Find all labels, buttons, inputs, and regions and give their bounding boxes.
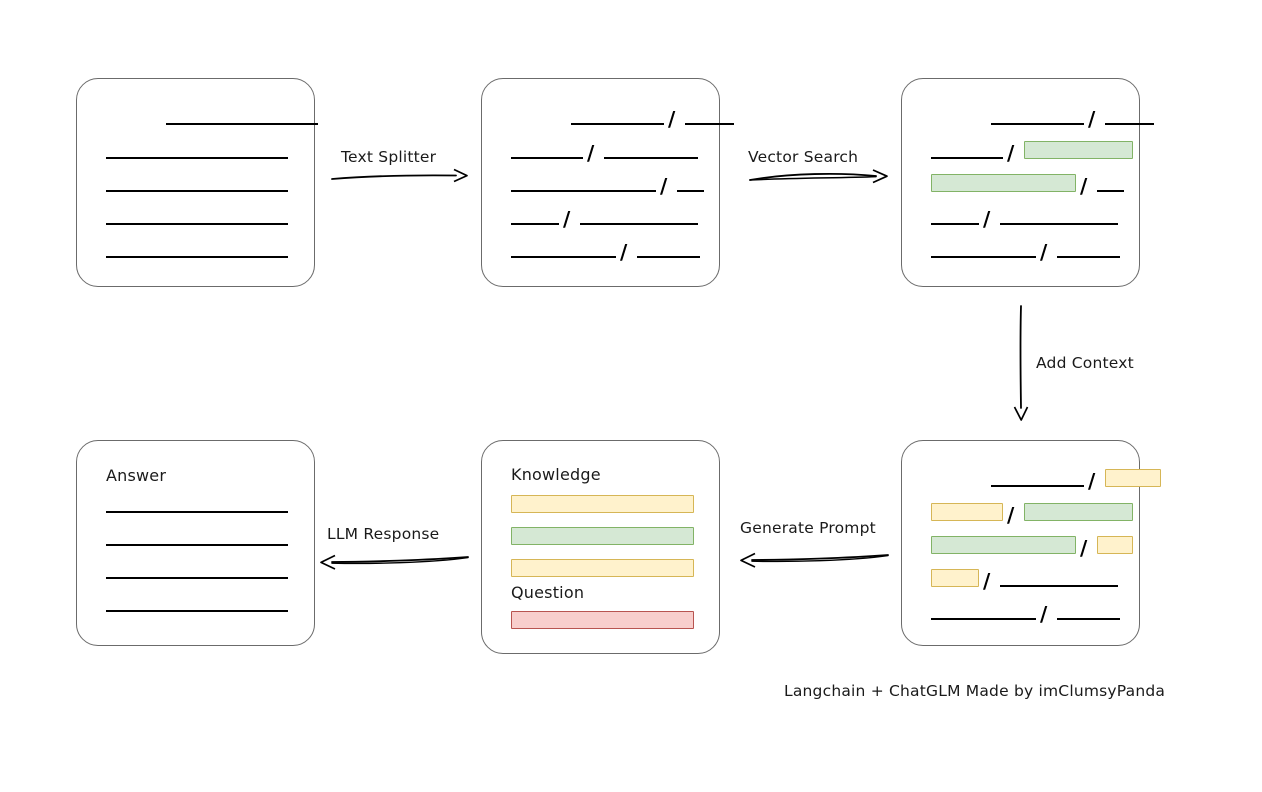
arrow-add-context (1013, 305, 1029, 421)
text-rule (511, 223, 559, 225)
highlight-chunk-green[interactable] (1024, 141, 1133, 159)
text-rule (991, 123, 1084, 125)
text-rule (931, 256, 1036, 258)
text-rule (1057, 256, 1120, 258)
edge-label-vector-search: Vector Search (748, 148, 859, 166)
chunk-separator-slash: / (1080, 174, 1088, 198)
chunk-separator-slash: / (983, 207, 991, 231)
chunk-separator-slash: / (620, 240, 628, 264)
chunk-separator-slash: / (1040, 240, 1048, 264)
footer-credit: Langchain + ChatGLM Made by imClumsyPand… (784, 682, 1166, 700)
prompt-bar-yellow[interactable] (511, 495, 694, 513)
text-rule (1105, 123, 1154, 125)
highlight-chunk-green[interactable] (931, 174, 1076, 192)
edge-label-add-context: Add Context (1036, 354, 1134, 372)
prompt-section-label-question: Question (511, 583, 585, 602)
chunk-separator-slash: / (1040, 602, 1048, 626)
text-rule (106, 544, 288, 546)
arrow-text-splitter (331, 168, 468, 183)
text-rule (1000, 223, 1118, 225)
prompt-bar-green[interactable] (511, 527, 694, 545)
chunk-separator-slash: / (563, 207, 571, 231)
text-rule (106, 511, 288, 513)
text-rule (106, 256, 288, 258)
chunk-separator-slash: / (983, 569, 991, 593)
arrow-llm-response (320, 554, 469, 570)
text-rule (637, 256, 700, 258)
box-context-chunks[interactable]: / / / / / (901, 440, 1161, 646)
answer-title: Answer (106, 466, 167, 485)
text-rule (1057, 618, 1120, 620)
highlight-chunk-yellow[interactable] (931, 569, 979, 587)
text-rule (511, 190, 656, 192)
highlight-chunk-yellow[interactable] (931, 503, 1003, 521)
text-rule (106, 157, 288, 159)
chunk-separator-slash: / (1080, 536, 1088, 560)
text-rule (677, 190, 704, 192)
text-rule (931, 223, 979, 225)
text-rule (991, 485, 1084, 487)
arrow-generate-prompt (740, 552, 889, 568)
text-rule (685, 123, 734, 125)
text-rule (931, 157, 1003, 159)
text-rule (106, 190, 288, 192)
text-rule (1000, 585, 1118, 587)
arrow-vector-search (749, 169, 888, 184)
text-rule (580, 223, 698, 225)
text-rule (511, 157, 583, 159)
chunk-separator-slash: / (1088, 107, 1096, 131)
text-rule (604, 157, 698, 159)
highlight-chunk-green[interactable] (1024, 503, 1133, 521)
text-rule (106, 223, 288, 225)
highlight-chunk-green[interactable] (931, 536, 1076, 554)
chunk-separator-slash: / (587, 141, 595, 165)
highlight-chunk-yellow[interactable] (1097, 536, 1133, 554)
prompt-bar-yellow[interactable] (511, 559, 694, 577)
text-rule (166, 123, 318, 125)
box-split-chunks[interactable]: / / / / / (481, 78, 734, 287)
chunk-separator-slash: / (1007, 503, 1015, 527)
text-rule (106, 577, 288, 579)
highlight-chunk-yellow[interactable] (1105, 469, 1161, 487)
text-rule (511, 256, 616, 258)
edge-label-generate-prompt: Generate Prompt (740, 519, 876, 537)
text-rule (106, 610, 288, 612)
chunk-separator-slash: / (668, 107, 676, 131)
text-rule (931, 618, 1036, 620)
box-answer[interactable]: Answer (76, 440, 315, 646)
text-rule (571, 123, 664, 125)
prompt-section-label-knowledge: Knowledge (511, 465, 601, 484)
box-source-document[interactable] (76, 78, 318, 287)
edge-label-text-splitter: Text Splitter (341, 148, 437, 166)
chunk-separator-slash: / (1007, 141, 1015, 165)
chunk-separator-slash: / (660, 174, 668, 198)
text-rule (1097, 190, 1124, 192)
box-vector-matches[interactable]: / / / / / (901, 78, 1154, 287)
prompt-bar-red[interactable] (511, 611, 694, 629)
edge-label-llm-response: LLM Response (327, 525, 440, 543)
chunk-separator-slash: / (1088, 469, 1096, 493)
